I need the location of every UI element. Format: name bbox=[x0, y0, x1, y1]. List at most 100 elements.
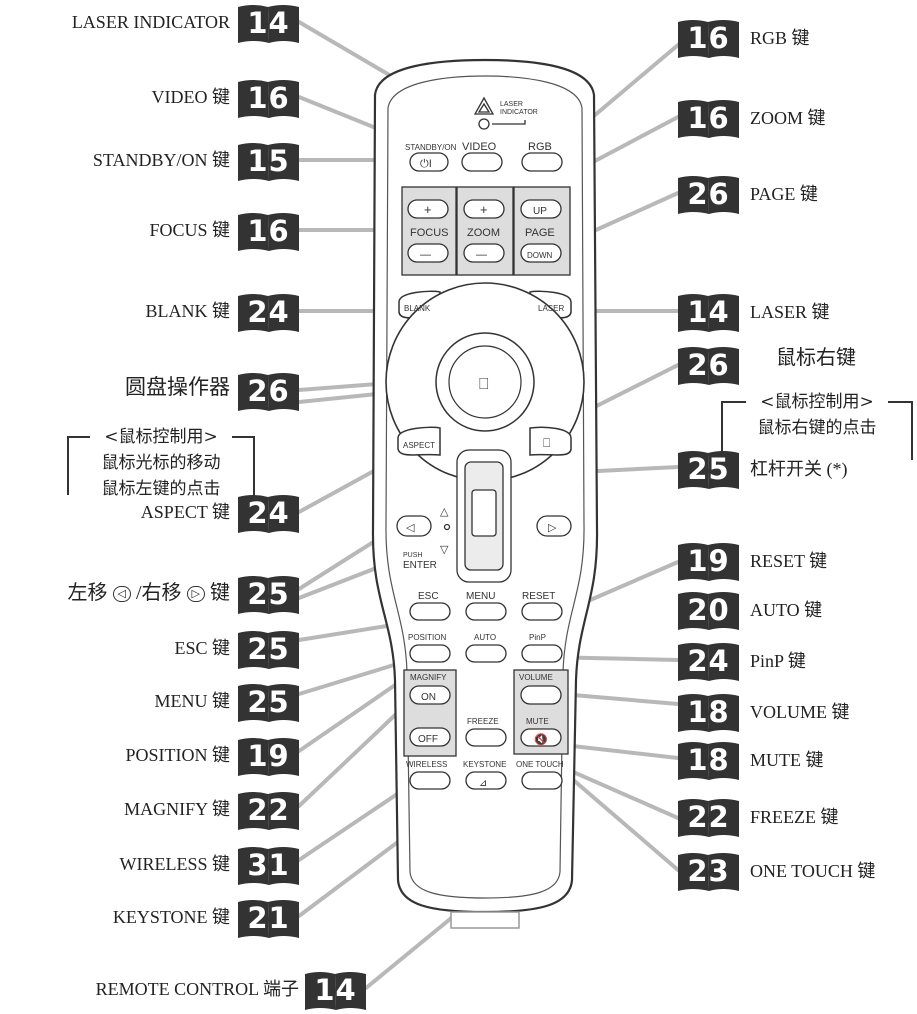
label-page-key: PAGE 键 bbox=[750, 184, 818, 204]
page-down-button[interactable] bbox=[520, 243, 562, 263]
video-button[interactable] bbox=[461, 152, 503, 172]
badge-page-16b: 16 bbox=[238, 211, 299, 251]
right-move-icon: ▷ bbox=[186, 586, 205, 603]
mute-label: MUTE bbox=[526, 717, 549, 726]
badge-page-16d: 16 bbox=[678, 98, 739, 138]
zoom-plus-button[interactable] bbox=[463, 199, 505, 219]
note-left-title: <鼠标控制用> bbox=[98, 424, 224, 450]
label-left-right-move: 左移 ◁ /右移 ▷ 键 bbox=[68, 582, 231, 604]
position-label: POSITION bbox=[408, 633, 446, 642]
left-right-key-text: 键 bbox=[210, 582, 230, 604]
badge-page-25c: 25 bbox=[238, 682, 299, 722]
mute-button[interactable] bbox=[520, 728, 562, 747]
label-video-key: VIDEO 键 bbox=[151, 87, 231, 107]
position-button[interactable] bbox=[409, 644, 451, 663]
menu-button[interactable] bbox=[465, 602, 507, 621]
badge-page-18a: 18 bbox=[678, 692, 739, 732]
badge-page-25d: 25 bbox=[678, 449, 739, 489]
one-touch-button[interactable] bbox=[521, 771, 563, 790]
standby-label: STANDBY/ON bbox=[405, 143, 457, 152]
badge-page-20: 20 bbox=[678, 590, 739, 630]
aspect-button[interactable] bbox=[397, 426, 441, 456]
badge-page-31: 31 bbox=[238, 845, 299, 885]
badge-page-23: 23 bbox=[678, 851, 739, 891]
label-esc-key: ESC 键 bbox=[174, 638, 230, 658]
label-mute-key: MUTE 键 bbox=[750, 750, 824, 770]
zoom-minus-label: — bbox=[476, 249, 487, 261]
wireless-label: WIRELESS bbox=[406, 760, 447, 769]
auto-button[interactable] bbox=[465, 644, 507, 663]
magnify-label: MAGNIFY bbox=[410, 673, 447, 682]
badge-page-19a: 19 bbox=[238, 736, 299, 776]
badge-page-26c: 26 bbox=[678, 345, 739, 385]
badge-page-16c: 16 bbox=[678, 18, 739, 58]
badge-page-22b: 22 bbox=[678, 797, 739, 837]
lever-area: ◁ ▷ △ ▽ PUSH ENTER bbox=[396, 449, 572, 583]
magnify-on-button[interactable] bbox=[409, 685, 451, 705]
push-label: PUSH bbox=[403, 552, 422, 559]
blank-label: BLANK bbox=[404, 304, 431, 313]
left-move-text: 左移 bbox=[67, 582, 108, 604]
label-position-key: POSITION 键 bbox=[125, 745, 230, 765]
esc-button[interactable] bbox=[409, 602, 451, 621]
keystone-button[interactable] bbox=[465, 771, 507, 790]
pinp-label: PinP bbox=[529, 633, 546, 642]
note-left-line2: 鼠标左键的点击 bbox=[101, 479, 221, 499]
reset-label: RESET bbox=[522, 591, 555, 602]
standby-button[interactable] bbox=[409, 152, 449, 172]
remote-top: LASER INDICATOR STANDBY/ON VIDEO RGB ⏻I … bbox=[401, 96, 571, 276]
note-brackets bbox=[67, 401, 913, 495]
freeze-button[interactable] bbox=[465, 728, 507, 747]
magnify-on-label: ON bbox=[421, 692, 436, 703]
badge-page-14c: 14 bbox=[305, 970, 366, 1010]
keystone-icon: ⊿ bbox=[479, 778, 487, 789]
right-move-button[interactable] bbox=[536, 515, 572, 537]
badge-page-22a: 22 bbox=[238, 790, 299, 830]
label-reset-key: RESET 键 bbox=[750, 551, 828, 571]
pinp-button[interactable] bbox=[521, 644, 563, 663]
esc-label: ESC bbox=[418, 591, 439, 602]
rgb-label: RGB bbox=[528, 141, 552, 153]
label-mouse-right-key: 鼠标右键 bbox=[776, 347, 856, 369]
disk-controller[interactable]: ⎕ BLANK LASER ASPECT ⎕ bbox=[385, 282, 585, 482]
mute-icon: 🔇 bbox=[534, 733, 548, 746]
lever-switch[interactable] bbox=[471, 489, 497, 537]
laser-indicator-line1: LASER bbox=[500, 101, 523, 108]
left-arrow-icon: ◁ bbox=[406, 522, 415, 534]
reset-button[interactable] bbox=[521, 602, 563, 621]
focus-plus-button[interactable] bbox=[407, 199, 449, 219]
magnify-off-button[interactable] bbox=[409, 727, 451, 747]
badge-page-16a: 16 bbox=[238, 78, 299, 118]
note-right-title: <鼠标控制用> bbox=[754, 389, 880, 415]
zoom-plus-label: + bbox=[480, 202, 488, 217]
up-triangle-icon: △ bbox=[440, 506, 449, 518]
keystone-label: KEYSTONE bbox=[463, 760, 506, 769]
label-laser-key: LASER 键 bbox=[750, 302, 830, 322]
video-label: VIDEO bbox=[462, 141, 497, 153]
volume-button[interactable] bbox=[520, 685, 562, 705]
focus-minus-button[interactable] bbox=[407, 243, 449, 263]
left-move-button[interactable] bbox=[396, 515, 432, 537]
magnify-off-label: OFF bbox=[418, 734, 438, 745]
wireless-button[interactable] bbox=[409, 771, 451, 790]
enter-label: ENTER bbox=[403, 560, 437, 571]
badge-page-25b: 25 bbox=[238, 629, 299, 669]
label-menu-key: MENU 键 bbox=[154, 691, 231, 711]
freeze-label: FREEZE bbox=[467, 717, 499, 726]
focus-plus-label: + bbox=[424, 202, 432, 217]
lower-buttons: ESC MENU RESET POSITION AUTO PinP MAGNIF… bbox=[403, 591, 569, 790]
mouse-right-button[interactable] bbox=[529, 426, 572, 456]
label-aspect-key: ASPECT 键 bbox=[140, 502, 230, 522]
note-right: <鼠标控制用> 鼠标右键的点击 bbox=[722, 389, 912, 441]
page-down-label: DOWN bbox=[527, 251, 553, 260]
label-rgb-key: RGB 键 bbox=[750, 28, 810, 48]
note-right-line1: 鼠标右键的点击 bbox=[757, 418, 877, 438]
zoom-minus-button[interactable] bbox=[463, 243, 505, 263]
page-up-button[interactable] bbox=[520, 199, 562, 219]
label-remote-terminal: REMOTE CONTROL 端子 bbox=[95, 979, 299, 999]
badge-page-26a: 26 bbox=[238, 371, 299, 411]
badge-page-24b: 24 bbox=[238, 493, 299, 533]
page-up-label: UP bbox=[533, 206, 547, 217]
right-move-text: /右移 bbox=[135, 582, 182, 604]
rgb-button[interactable] bbox=[521, 152, 563, 172]
